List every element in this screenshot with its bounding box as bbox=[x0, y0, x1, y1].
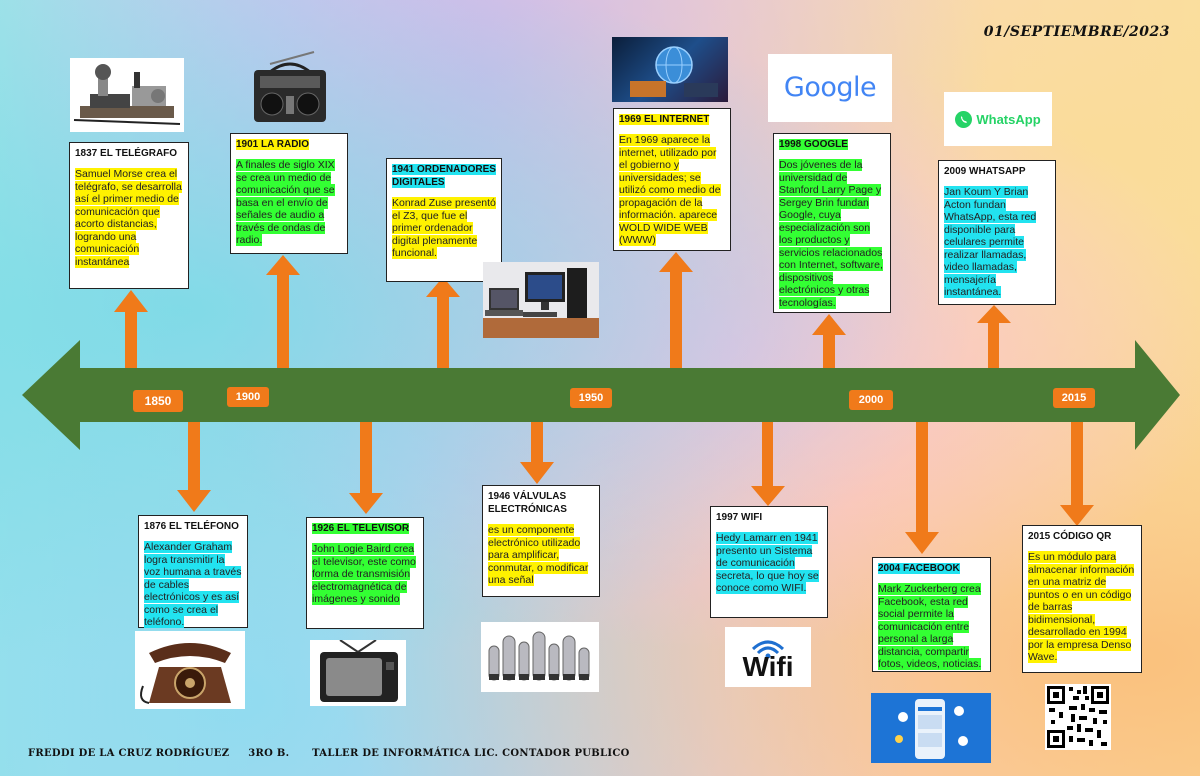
event-whatsapp: 2009 WHATSAPP Jan Koum Y Brian Acton fun… bbox=[938, 160, 1056, 305]
arrow-ordenadores bbox=[426, 277, 460, 368]
event-body: Konrad Zuse presentó el Z3, que fue el p… bbox=[392, 197, 496, 259]
year-label-2000: 2000 bbox=[849, 390, 893, 410]
arrow-qr bbox=[1060, 422, 1094, 526]
arrow-wifi bbox=[751, 422, 785, 506]
arrow-radio bbox=[266, 255, 300, 368]
arrow-google bbox=[812, 314, 846, 368]
up-arrows bbox=[114, 252, 1011, 368]
arrow-facebook bbox=[905, 422, 939, 554]
event-body: John Logie Baird crea el televisor, este… bbox=[312, 543, 416, 605]
event-google: 1998 GOOGLE Dos jóvenes de la universida… bbox=[773, 133, 891, 313]
event-title: 1901 LA RADIO bbox=[236, 139, 309, 150]
down-arrows bbox=[177, 422, 1094, 554]
year-label-2015: 2015 bbox=[1053, 388, 1095, 408]
whatsapp-icon bbox=[955, 110, 973, 128]
television-image bbox=[310, 640, 406, 706]
event-title: 2015 CÓDIGO QR bbox=[1028, 531, 1112, 542]
event-valvulas: 1946 VÁLVULAS ELECTRÓNICAS es un compone… bbox=[482, 485, 600, 597]
event-qr: 2015 CÓDIGO QR Es un módulo para almacen… bbox=[1022, 525, 1142, 673]
event-title: 1876 EL TELÉFONO bbox=[144, 521, 239, 532]
telegraph-image bbox=[70, 58, 184, 132]
event-body: Hedy Lamarr en 1941 presento un Sistema … bbox=[716, 532, 819, 594]
event-title: 1969 EL INTERNET bbox=[619, 114, 710, 125]
event-facebook: 2004 FACEBOOK Mark Zuckerberg crea Faceb… bbox=[872, 557, 991, 672]
event-title: 1946 VÁLVULAS ELECTRÓNICAS bbox=[488, 491, 567, 515]
event-body: Samuel Morse crea el telégrafo, se desar… bbox=[75, 168, 182, 268]
event-title: 2004 FACEBOOK bbox=[878, 563, 960, 574]
arrow-telegrafo bbox=[114, 290, 148, 368]
google-logo-text: Google bbox=[783, 72, 877, 103]
wifi-logo-text: Wifi bbox=[742, 651, 794, 682]
google-logo: Google bbox=[768, 54, 892, 122]
facebook-image bbox=[871, 693, 991, 763]
telephone-image bbox=[135, 631, 245, 709]
year-label-1900: 1900 bbox=[227, 387, 269, 407]
event-title: 1837 EL TELÉGRAFO bbox=[75, 148, 178, 159]
whatsapp-logo: WhatsApp bbox=[944, 92, 1052, 146]
event-body: Jan Koum Y Brian Acton fundan WhatsApp, … bbox=[944, 186, 1037, 298]
event-title: 2009 WHATSAPP bbox=[944, 166, 1026, 177]
computer-image bbox=[483, 262, 599, 338]
arrow-televisor bbox=[349, 422, 383, 514]
year-label-1950: 1950 bbox=[570, 388, 612, 408]
event-title: 1926 EL TELEVISOR bbox=[312, 523, 410, 534]
whatsapp-logo-text: WhatsApp bbox=[976, 111, 1041, 127]
vacuum-tubes-image bbox=[481, 622, 599, 692]
internet-image bbox=[612, 37, 728, 102]
event-ordenadores: 1941 ORDENADORES DIGITALES Konrad Zuse p… bbox=[386, 158, 502, 282]
event-title: 1997 WIFI bbox=[716, 512, 763, 523]
qr-code-image bbox=[1045, 684, 1111, 750]
event-body: Mark Zuckerberg crea Facebook, esta red … bbox=[878, 583, 982, 670]
document-date: 01/SEPTIEMBRE/2023 bbox=[983, 24, 1170, 40]
radio-image bbox=[250, 50, 330, 125]
arrow-internet bbox=[659, 252, 693, 368]
event-body: A finales de siglo XIX se crea un medio … bbox=[236, 159, 335, 246]
event-body: es un componente electrónico utilizado p… bbox=[488, 524, 589, 586]
footer-credits: FREDDI DE LA CRUZ RODRÍGUEZ 3RO B. TALLE… bbox=[28, 748, 630, 759]
arrow-whatsapp bbox=[977, 305, 1011, 368]
arrow-valvulas bbox=[520, 422, 554, 484]
event-televisor: 1926 EL TELEVISOR John Logie Baird crea … bbox=[306, 517, 424, 629]
event-telefono: 1876 EL TELÉFONO Alexander Graham logra … bbox=[138, 515, 248, 628]
wifi-logo: Wifi bbox=[725, 627, 811, 687]
arrow-telefono bbox=[177, 422, 211, 512]
event-wifi: 1997 WIFI Hedy Lamarr en 1941 presento u… bbox=[710, 506, 828, 618]
event-body: Es un módulo para almacenar información … bbox=[1028, 551, 1135, 663]
event-radio: 1901 LA RADIO A finales de siglo XIX se … bbox=[230, 133, 348, 254]
event-body: Dos jóvenes de la universidad de Stanfor… bbox=[779, 159, 883, 309]
event-telegrafo: 1837 EL TELÉGRAFO Samuel Morse crea el t… bbox=[69, 142, 189, 289]
event-internet: 1969 EL INTERNET En 1969 aparece la inte… bbox=[613, 108, 731, 251]
event-body: Alexander Graham logra transmitir la voz… bbox=[144, 541, 242, 628]
event-title: 1998 GOOGLE bbox=[779, 139, 848, 150]
event-title: 1941 ORDENADORES DIGITALES bbox=[392, 164, 496, 188]
event-body: En 1969 aparece la internet, utilizado p… bbox=[619, 134, 721, 246]
year-label-1850: 1850 bbox=[133, 390, 183, 412]
